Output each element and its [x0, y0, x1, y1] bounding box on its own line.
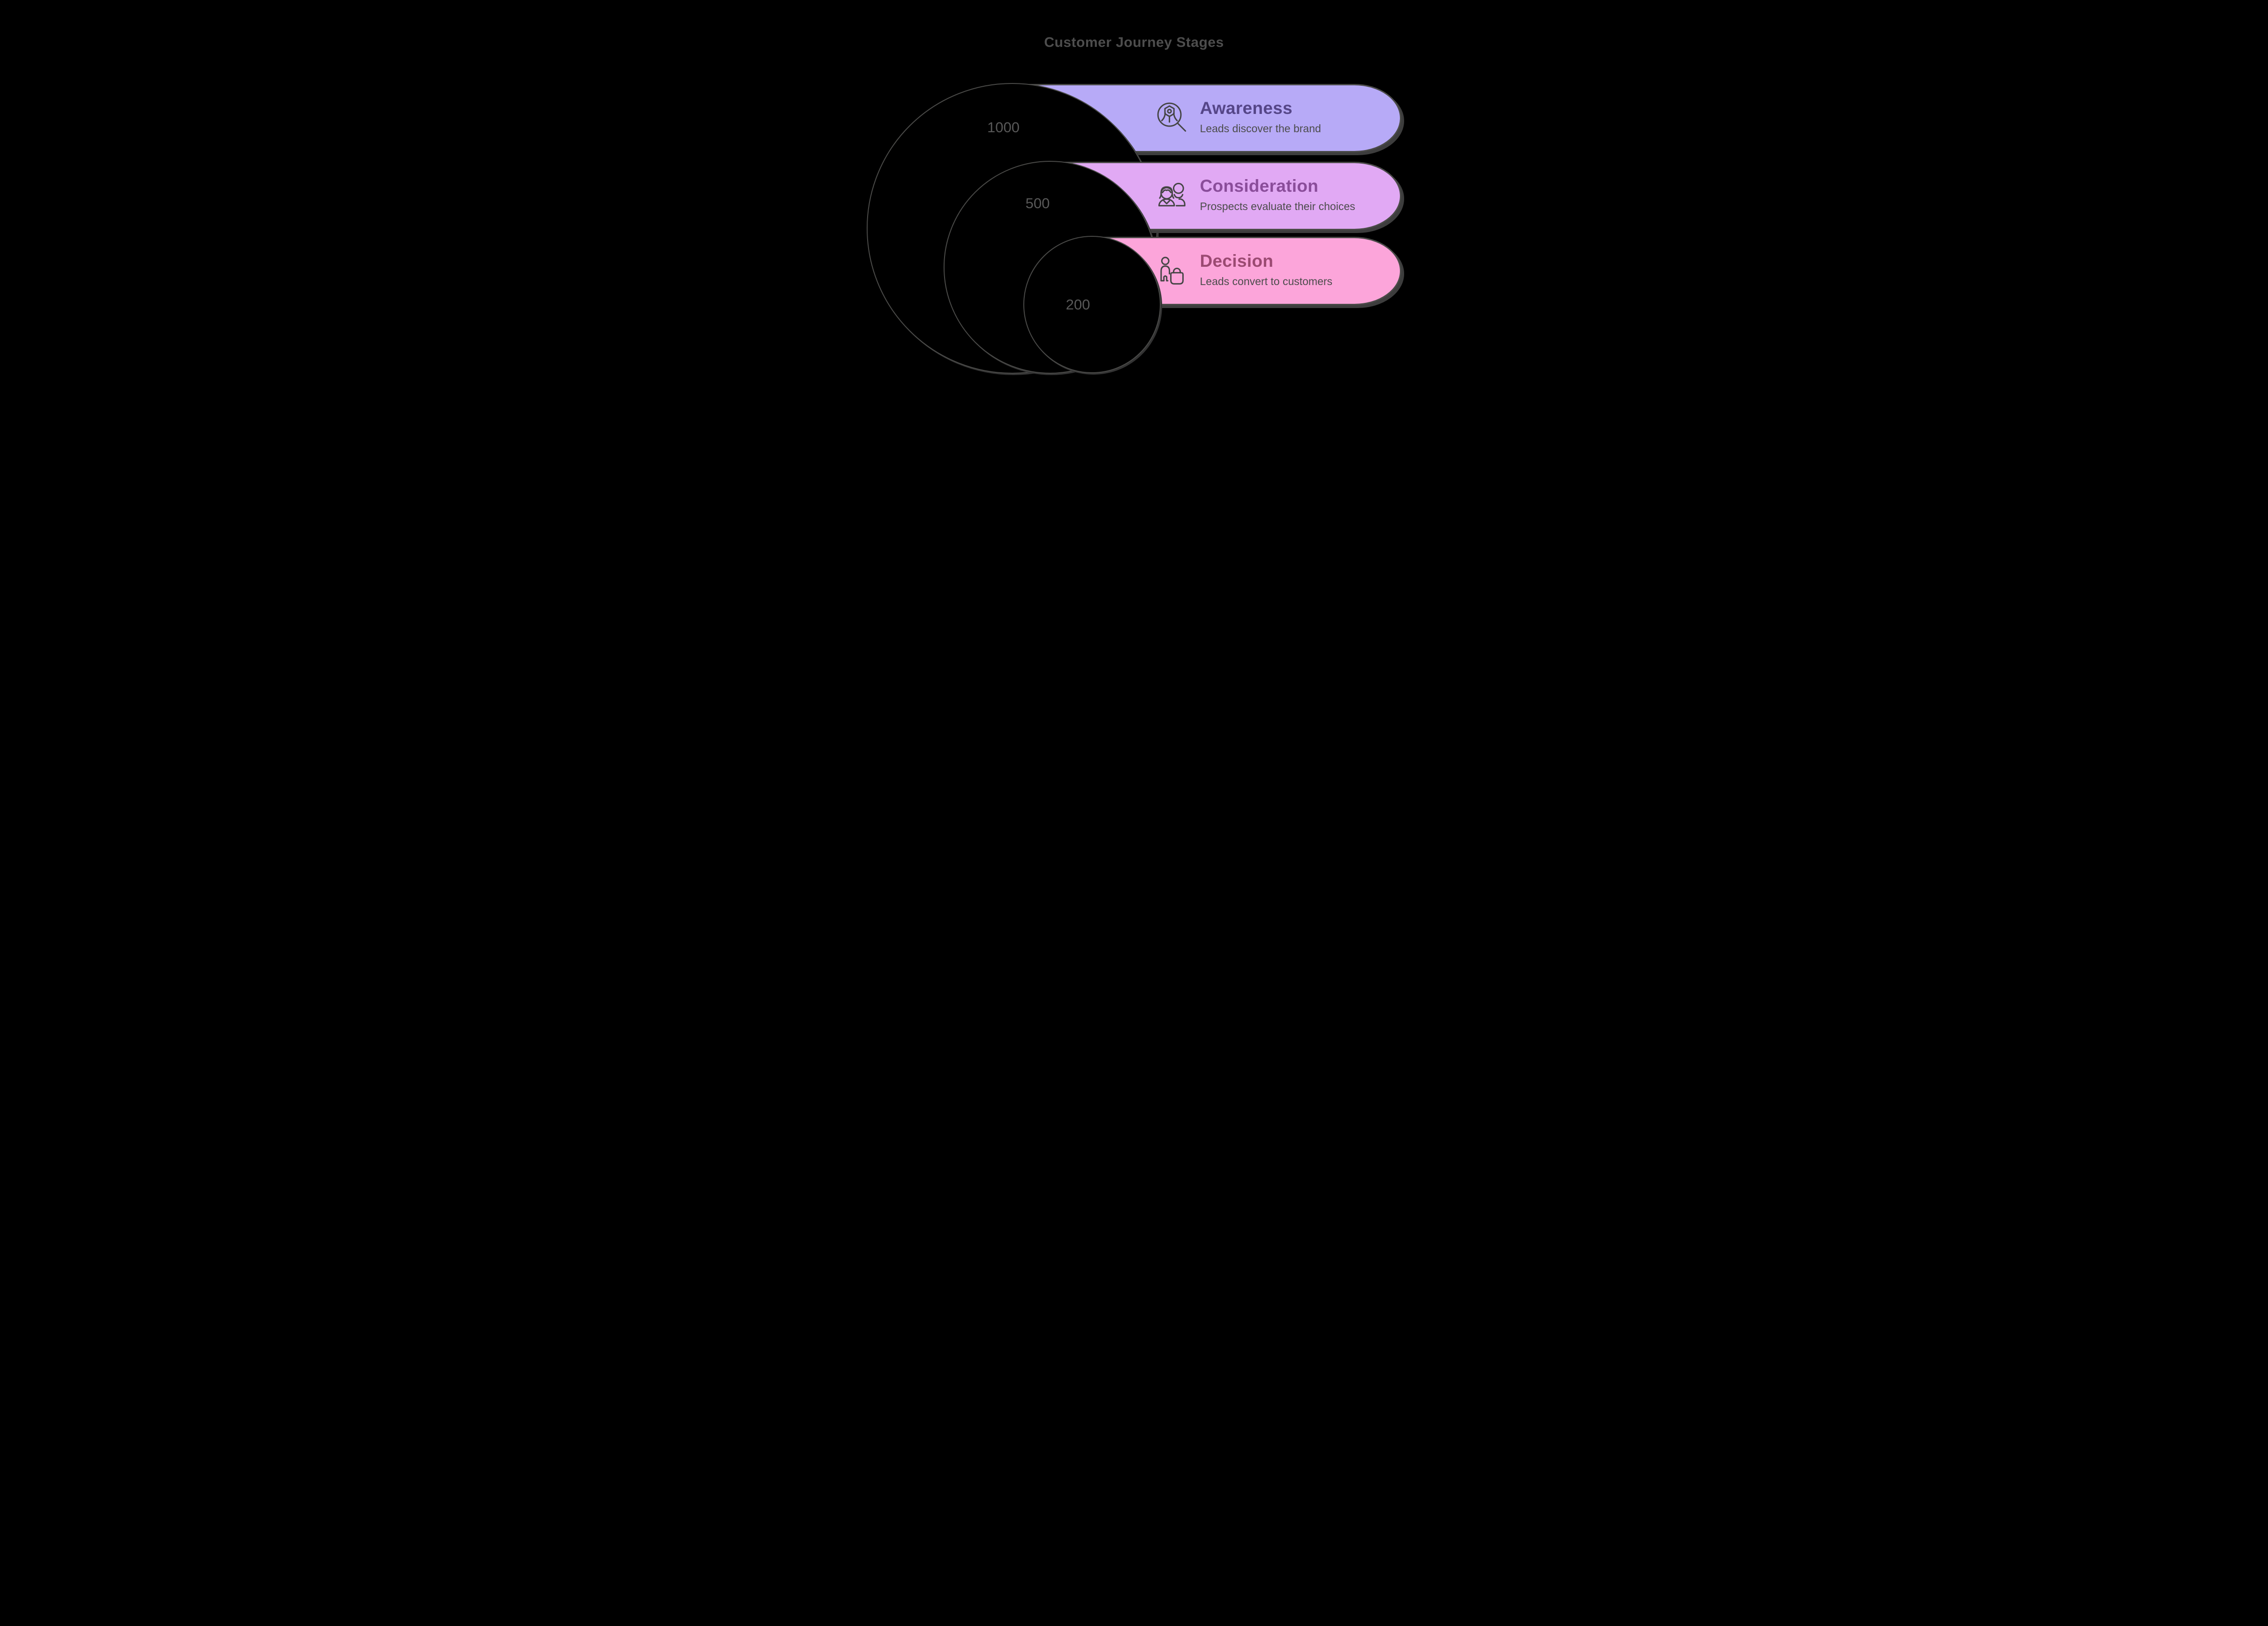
stage-title-decision: Decision [1200, 251, 1274, 271]
people-icon [1158, 182, 1186, 207]
stage-description-awareness: Leads discover the brand [1200, 122, 1321, 135]
stage-description-decision: Leads convert to customers [1200, 275, 1333, 288]
stage-title-consideration: Consideration [1200, 176, 1319, 196]
stage-description-consideration: Prospects evaluate their choices [1200, 200, 1355, 213]
stage-content-awareness: Awareness Leads discover the brand [1156, 84, 1321, 152]
search-person-icon [1157, 102, 1186, 132]
stage-content-consideration: Consideration Prospects evaluate their c… [1156, 162, 1355, 230]
stage-text-block: Awareness Leads discover the brand [1200, 99, 1321, 136]
stage-title-awareness: Awareness [1200, 98, 1293, 118]
infographic-canvas: Customer Journey Stages 1000 500 200 Awa… [850, 0, 1418, 406]
person-shopping-bag-icon [1160, 256, 1184, 285]
stage-content-decision: Decision Leads convert to customers [1156, 237, 1333, 305]
page-title: Customer Journey Stages [1044, 35, 1224, 50]
circle-200 [1023, 236, 1161, 373]
stage-text-block: Decision Leads convert to customers [1200, 252, 1333, 289]
stage-value-awareness: 1000 [987, 119, 1020, 136]
stage-value-consideration: 500 [1025, 195, 1050, 211]
stage-text-block: Consideration Prospects evaluate their c… [1200, 177, 1355, 214]
stage-value-decision: 200 [1066, 296, 1090, 313]
